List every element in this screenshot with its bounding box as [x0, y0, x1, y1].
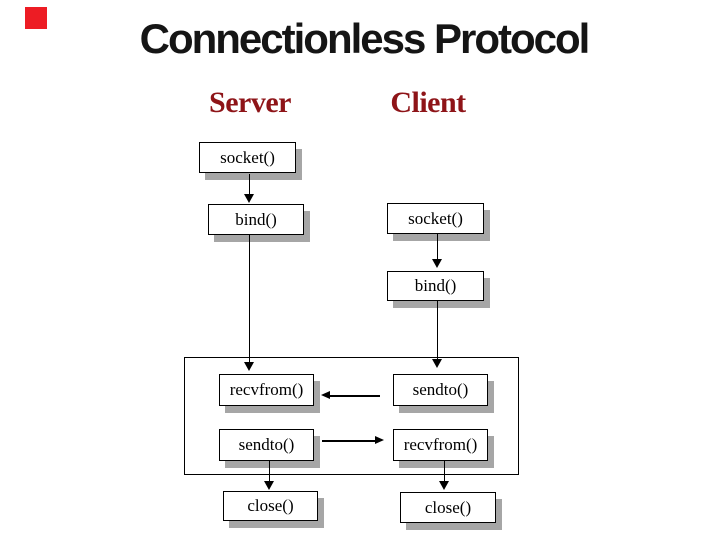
- client-column-heading: Client: [390, 86, 466, 119]
- arrow-server-sendto-to-client-recvfrom-head: [375, 436, 384, 444]
- arrow-server-bind-to-recvfrom-head: [244, 362, 254, 371]
- client-recvfrom-box: recvfrom(): [393, 429, 488, 461]
- client-recvfrom-label: recvfrom(): [403, 435, 478, 454]
- arrow-server-sendto-to-close-head: [264, 481, 274, 490]
- client-sendto-label: sendto(): [412, 380, 469, 399]
- arrow-server-socket-to-bind-head: [244, 194, 254, 203]
- arrow-client-sendto-to-server-recvfrom-line: [330, 395, 380, 397]
- server-sendto-box: sendto(): [219, 429, 314, 461]
- server-close-label: close(): [247, 496, 294, 515]
- arrow-client-socket-to-bind-line: [436, 234, 438, 259]
- arrow-server-socket-to-bind-line: [248, 174, 250, 194]
- slide-title: Connectionless Protocol: [139, 15, 591, 62]
- arrow-client-bind-to-sendto-head: [432, 359, 442, 368]
- server-column-heading: Server: [209, 86, 291, 119]
- client-socket-label: socket(): [408, 208, 463, 228]
- server-bind-box: bind(): [208, 204, 304, 235]
- arrow-client-bind-to-sendto-line: [436, 301, 438, 359]
- exchange-group-rect: [184, 357, 519, 475]
- server-socket-box: socket(): [199, 142, 296, 173]
- client-socket-box: socket(): [387, 203, 484, 234]
- arrow-server-sendto-to-client-recvfrom-line: [322, 440, 375, 442]
- arrow-client-sendto-to-server-recvfrom-head: [321, 391, 330, 399]
- arrow-server-sendto-to-close-line: [268, 461, 270, 481]
- arrow-client-socket-to-bind-head: [432, 259, 442, 268]
- accent-square: [25, 7, 47, 29]
- client-close-box: close(): [400, 492, 496, 523]
- arrow-client-recvfrom-to-close-line: [443, 461, 445, 481]
- client-close-label: close(): [424, 497, 472, 517]
- arrow-server-bind-to-recvfrom-line: [248, 234, 250, 362]
- arrow-client-recvfrom-to-close-head: [439, 481, 449, 490]
- client-bind-label: bind(): [414, 276, 457, 295]
- server-sendto-label: sendto(): [238, 435, 295, 454]
- client-bind-box: bind(): [387, 271, 484, 301]
- server-close-box: close(): [223, 491, 318, 521]
- server-socket-label: socket(): [220, 147, 275, 167]
- server-bind-label: bind(): [235, 209, 277, 229]
- client-sendto-box: sendto(): [393, 374, 488, 406]
- server-recvfrom-box: recvfrom(): [219, 374, 314, 406]
- server-recvfrom-label: recvfrom(): [229, 380, 304, 399]
